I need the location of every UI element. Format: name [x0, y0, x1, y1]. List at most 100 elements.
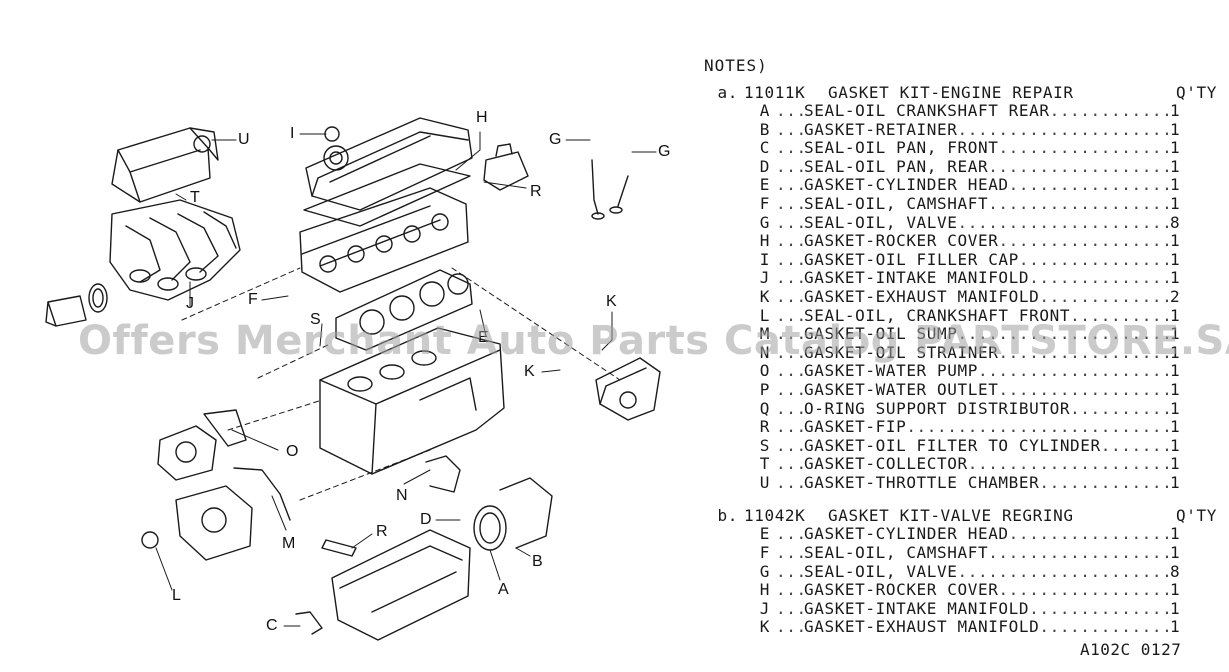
- kit-items: E....GASKET-CYLINDER HEAD1F....SEAL-OIL,…: [700, 525, 1220, 637]
- item-code: R: [759, 417, 770, 437]
- oil-pan-part: [331, 529, 471, 641]
- list-item: I....GASKET-OIL FILLER CAP1: [700, 249, 1220, 270]
- item-quantity: 1: [1170, 472, 1181, 492]
- callout-e: E: [478, 329, 489, 346]
- leader-dots: ....: [776, 418, 804, 437]
- diagram-reference-code: A102C 0127: [1080, 640, 1182, 659]
- item-quantity: 1: [1170, 231, 1181, 251]
- leader-dots: ....: [776, 599, 804, 618]
- callout-a: A: [498, 581, 509, 598]
- leader-dots: ....: [776, 213, 804, 232]
- callout-g-left: G: [549, 131, 562, 148]
- item-quantity: 1: [1170, 175, 1181, 195]
- item-quantity: 1: [1170, 119, 1181, 139]
- callout-r-lower: R: [376, 523, 388, 540]
- qty-header: Q'TY: [1176, 83, 1217, 102]
- water-pump-part: [157, 409, 247, 481]
- item-description: GASKET-OIL FILTER TO CYLINDER: [804, 437, 1170, 456]
- item-code: O: [759, 361, 770, 381]
- item-quantity: 1: [1170, 305, 1181, 325]
- item-description: GASKET-WATER PUMP: [804, 362, 1170, 381]
- item-code: E: [759, 524, 770, 544]
- item-description: SEAL-OIL, CRANKSHAFT FRONT: [804, 307, 1170, 326]
- list-item: S....GASKET-OIL FILTER TO CYLINDER1: [700, 436, 1220, 456]
- kit-part-number: 11042K: [744, 506, 806, 526]
- list-item: F....SEAL-OIL, CAMSHAFT1: [700, 543, 1220, 563]
- callout-o: O: [286, 443, 299, 460]
- list-item: Q....O-RING SUPPORT DISTRIBUTOR1: [700, 398, 1220, 419]
- callout-u: U: [238, 131, 250, 148]
- list-item: E....GASKET-CYLINDER HEAD1: [700, 176, 1220, 195]
- list-item: B....GASKET-RETAINER1: [700, 119, 1220, 140]
- item-quantity: 1: [1170, 524, 1181, 544]
- callout-d: D: [420, 511, 432, 528]
- list-item: A....SEAL-OIL CRANKSHAFT REAR1: [700, 101, 1220, 121]
- item-code: K: [759, 617, 770, 637]
- leader-dots: ....: [776, 139, 804, 158]
- kit-title: GASKET KIT-ENGINE REPAIR: [828, 83, 1074, 102]
- item-description: GASKET-RETAINER: [804, 121, 1170, 140]
- leader-dots: ....: [776, 306, 804, 325]
- list-item: H....GASKET-ROCKER COVER1: [700, 581, 1220, 600]
- callout-k-lower: K: [524, 363, 535, 380]
- list-item: H....GASKET-ROCKER COVER1: [700, 232, 1220, 251]
- rear-seal-parts: [473, 477, 553, 551]
- item-description: SEAL-OIL CRANKSHAFT REAR: [804, 102, 1170, 121]
- leader-dots: ....: [776, 343, 804, 362]
- item-quantity: 1: [1170, 617, 1181, 637]
- callout-l: L: [172, 587, 181, 604]
- item-description: SEAL-OIL PAN, REAR: [804, 158, 1170, 177]
- item-quantity: 1: [1170, 268, 1181, 288]
- item-code: F: [759, 193, 770, 213]
- leader-dots: ....: [776, 250, 804, 269]
- item-description: GASKET-ROCKER COVER: [804, 232, 1170, 251]
- kit-index: b.: [717, 506, 738, 526]
- kit-part-number: 11011K: [744, 83, 806, 102]
- leader-dots: ....: [776, 287, 804, 306]
- item-description: GASKET-OIL SUMP: [804, 325, 1170, 344]
- item-description: GASKET-EXHAUST MANIFOLD: [804, 618, 1170, 637]
- item-code: H: [759, 231, 770, 251]
- leader-dots: ....: [776, 436, 804, 455]
- water-outlet-part: [45, 283, 108, 327]
- item-description: O-RING SUPPORT DISTRIBUTOR: [804, 400, 1170, 419]
- item-quantity: 1: [1170, 543, 1181, 563]
- callout-g-right: G: [658, 143, 671, 160]
- item-code: U: [759, 472, 770, 492]
- item-quantity: 1: [1170, 342, 1181, 362]
- item-code: B: [759, 119, 770, 139]
- item-description: GASKET-FIP: [804, 418, 1170, 437]
- leader-dots: ....: [776, 362, 804, 381]
- list-item: T....GASKET-COLLECTOR1: [700, 455, 1220, 474]
- list-item: J....GASKET-INTAKE MANIFOLD1: [700, 269, 1220, 288]
- leader-dots: ....: [776, 525, 804, 544]
- item-quantity: 1: [1170, 156, 1181, 176]
- leader-dots: ....: [776, 194, 804, 213]
- callout-t: T: [190, 189, 200, 206]
- item-quantity: 1: [1170, 454, 1181, 474]
- item-code: I: [759, 249, 770, 269]
- kit-header: a. 11011K GASKET KIT-ENGINE REPAIR Q'TY: [700, 83, 1220, 102]
- oil-strainer-part: [425, 455, 461, 493]
- exhaust-manifold-part: [595, 357, 661, 421]
- item-code: K: [759, 286, 770, 306]
- item-code: M: [759, 324, 770, 344]
- leader-dots: ....: [776, 473, 804, 492]
- item-description: GASKET-EXHAUST MANIFOLD: [804, 288, 1170, 307]
- leader-dots: ....: [776, 399, 804, 418]
- leader-dots: ....: [776, 120, 804, 139]
- item-description: SEAL-OIL, VALVE: [804, 563, 1170, 582]
- leader-dots: ....: [776, 232, 804, 251]
- item-code: E: [759, 175, 770, 195]
- item-code: N: [759, 342, 770, 362]
- item-quantity: 1: [1170, 138, 1181, 158]
- list-item: G....SEAL-OIL, VALVE8: [700, 561, 1220, 582]
- item-quantity: 8: [1170, 561, 1181, 581]
- cylinder-block-part: [319, 327, 505, 475]
- item-code: P: [759, 379, 770, 399]
- list-item: M....GASKET-OIL SUMP1: [700, 325, 1220, 344]
- list-item: P....GASKET-WATER OUTLET1: [700, 379, 1220, 400]
- list-item: U....GASKET-THROTTLE CHAMBER1: [700, 472, 1220, 493]
- item-quantity: 1: [1170, 398, 1181, 418]
- rocker-cover-part: [305, 117, 473, 211]
